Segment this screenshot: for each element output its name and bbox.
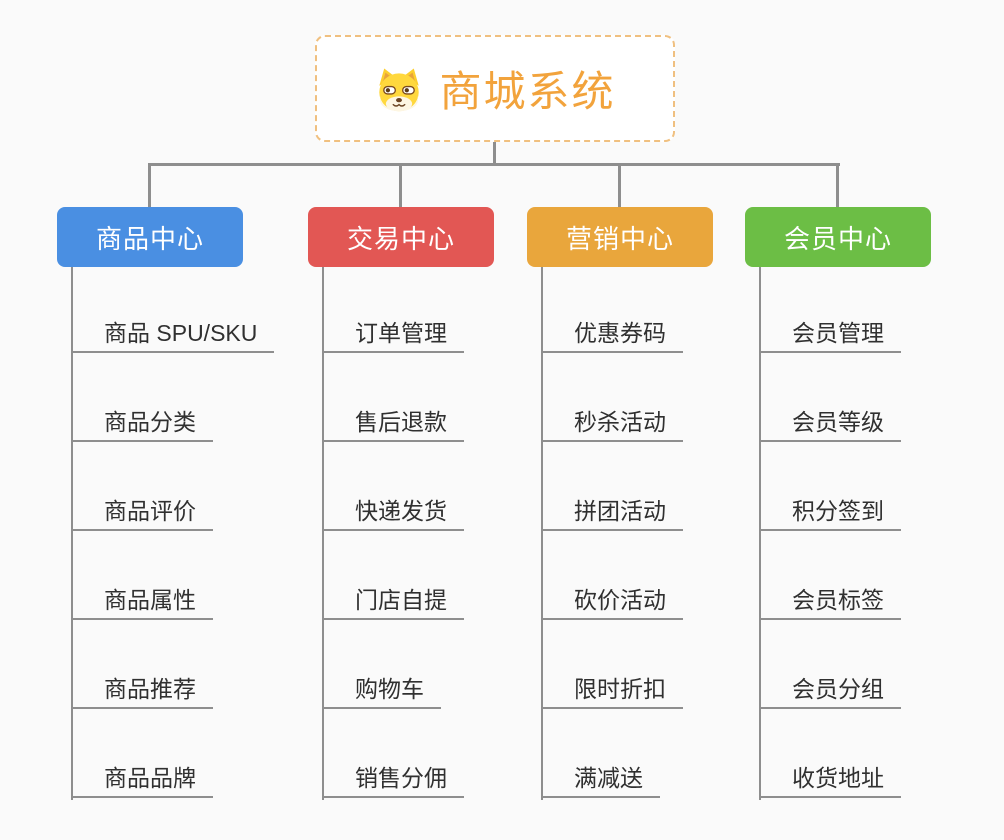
dog-icon (374, 66, 424, 112)
connector-drop-trade (399, 163, 402, 209)
node-item[interactable]: 会员管理 (759, 319, 901, 353)
node-item[interactable]: 会员标签 (759, 586, 901, 620)
node-item[interactable]: 订单管理 (322, 319, 464, 353)
node-item[interactable]: 秒杀活动 (541, 408, 683, 442)
node-item[interactable]: 商品推荐 (71, 675, 213, 709)
connector-drop-product (148, 163, 151, 209)
node-item[interactable]: 购物车 (322, 675, 441, 709)
node-item[interactable]: 拼团活动 (541, 497, 683, 531)
node-item[interactable]: 快递发货 (322, 497, 464, 531)
node-item[interactable]: 售后退款 (322, 408, 464, 442)
branch-header-marketing[interactable]: 营销中心 (527, 207, 713, 267)
node-item[interactable]: 销售分佣 (322, 764, 464, 798)
node-item[interactable]: 积分签到 (759, 497, 901, 531)
node-item[interactable]: 优惠券码 (541, 319, 683, 353)
branch-header-member[interactable]: 会员中心 (745, 207, 931, 267)
node-item[interactable]: 商品属性 (71, 586, 213, 620)
root-label: 商城系统 (439, 68, 616, 115)
node-item[interactable]: 限时折扣 (541, 675, 683, 709)
branch-trunk-member (759, 267, 761, 800)
branch-header-trade[interactable]: 交易中心 (308, 207, 494, 267)
branch-header-product[interactable]: 商品中心 (57, 207, 243, 267)
node-item[interactable]: 商品 SPU/SKU (71, 319, 275, 353)
branch-trunk-marketing (541, 267, 543, 800)
node-item[interactable]: 商品分类 (71, 408, 213, 442)
node-item[interactable]: 会员分组 (759, 675, 901, 709)
connector-drop-member (836, 163, 839, 209)
connector-root-stub (493, 142, 496, 163)
node-item[interactable]: 收货地址 (759, 764, 901, 798)
connector-horizontal (149, 163, 840, 166)
node-item[interactable]: 砍价活动 (541, 586, 683, 620)
node-item[interactable]: 满减送 (541, 764, 660, 798)
connector-drop-marketing (618, 163, 621, 209)
node-item[interactable]: 会员等级 (759, 408, 901, 442)
root-node[interactable]: 商城系统 (315, 35, 675, 142)
branch-trunk-trade (322, 267, 324, 800)
node-item[interactable]: 商品品牌 (71, 764, 213, 798)
node-item[interactable]: 门店自提 (322, 586, 464, 620)
branch-trunk-product (71, 267, 73, 800)
node-item[interactable]: 商品评价 (71, 497, 213, 531)
